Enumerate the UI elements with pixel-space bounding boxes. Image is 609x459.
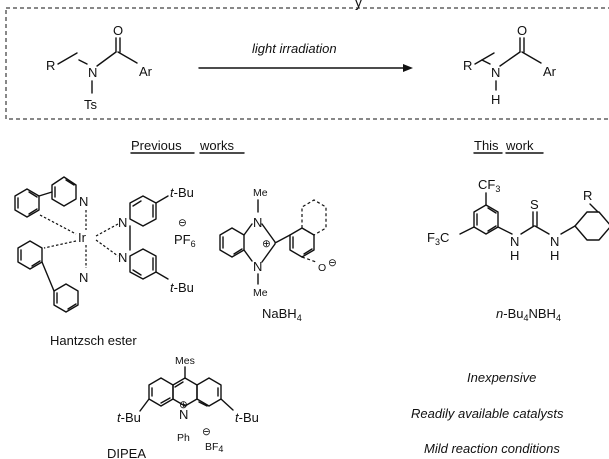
ir-n-top: N [79, 194, 88, 209]
thiourea-s: S [530, 197, 539, 212]
reaction-box [5, 7, 609, 120]
acr-ph: Ph [177, 432, 190, 444]
acr-tbu-right: t-Bu [235, 410, 259, 425]
acr-mes: Mes [175, 355, 195, 367]
current-word2: work [505, 138, 534, 153]
reaction-arrow [198, 64, 413, 72]
product-o: O [517, 23, 527, 38]
advantage-1: Inexpensive [467, 370, 536, 385]
reactant-ar: Ar [139, 64, 153, 79]
nabh4-label: NaBH4 [262, 306, 302, 323]
product-h: H [491, 92, 500, 107]
pf6-anion: PF6 [174, 232, 196, 249]
product-n: N [491, 65, 500, 80]
product-r: R [463, 58, 472, 73]
thiourea-h2: H [550, 248, 559, 263]
previous-works-heading: Previous works [130, 138, 245, 154]
phenoxide-minus: ⊖ [328, 257, 337, 269]
this-work-heading: This work [473, 138, 544, 154]
advantage-3: Mild reaction conditions [424, 441, 560, 456]
thiourea-n2: N [550, 234, 559, 249]
bipy-n-bottom: N [118, 250, 127, 265]
thiourea-r: R [583, 188, 592, 203]
previous-word1: Previous [131, 138, 182, 153]
acr-plus: ⊕ [179, 399, 188, 411]
bz-plus: ⊕ [262, 238, 271, 250]
iridium-center: Ir [78, 230, 87, 245]
ir-n-bottom: N [79, 270, 88, 285]
current-word1: This [474, 138, 499, 153]
cf3-top: CF3 [478, 177, 500, 194]
reductant-label: n-Bu4NBH4 [496, 306, 561, 323]
pf6-charge: ⊖ [178, 217, 187, 229]
reactant-ts: Ts [84, 97, 98, 112]
bz-me-top: Me [253, 187, 268, 199]
reactant-o: O [113, 23, 123, 38]
title-fragment: y [355, 0, 362, 10]
product-ar: Ar [543, 64, 557, 79]
reactant-n: N [88, 65, 97, 80]
phenoxide-o: O [318, 262, 326, 274]
ir-tbu-bottom: t-Bu [170, 280, 194, 295]
reactant-structure: R N O Ar Ts [46, 23, 153, 112]
hantzsch-ester-label: Hantzsch ester [50, 333, 137, 348]
thiourea-n1: N [510, 234, 519, 249]
product-structure: R N O Ar H [463, 23, 557, 107]
bz-n-bottom: N [253, 259, 262, 274]
advantage-2: Readily available catalysts [411, 406, 564, 421]
reactant-r: R [46, 58, 55, 73]
acr-tbu-left: t-Bu [117, 410, 141, 425]
thiourea-h1: H [510, 248, 519, 263]
dipea-label: DIPEA [107, 446, 146, 459]
bz-n-top: N [253, 215, 262, 230]
bz-me-bottom: Me [253, 287, 268, 299]
bipy-n-top: N [118, 215, 127, 230]
condition-label: light irradiation [252, 41, 337, 56]
acr-minus: ⊖ [202, 426, 211, 438]
thiourea-catalyst: CF3 F3C N H S N H R [427, 177, 609, 263]
previous-word2: works [199, 138, 234, 153]
acr-bf4: BF4 [205, 441, 223, 454]
acr-n: N [179, 407, 188, 422]
iridium-complex: N Ir N N t-Bu N t-Bu ⊖ PF6 [14, 176, 196, 313]
benzimidazolium-phenoxide: N N ⊕ Me Me O ⊖ [219, 187, 337, 299]
cf3-left: F3C [427, 230, 449, 247]
ir-tbu-top: t-Bu [170, 185, 194, 200]
acridinium-catalyst: Mes t-Bu t-Bu N ⊕ Ph ⊖ BF4 [117, 355, 259, 454]
